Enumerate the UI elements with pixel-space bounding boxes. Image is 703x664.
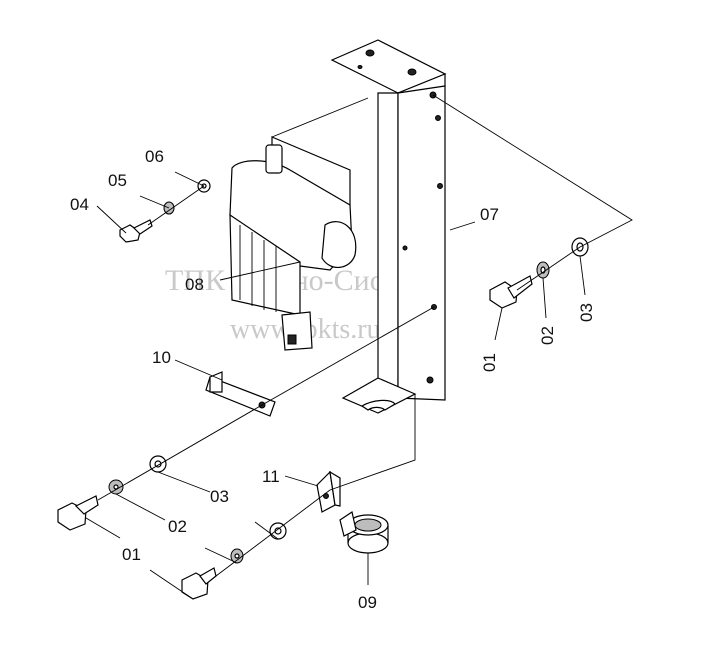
callout-10: 10	[152, 348, 171, 367]
callout-04: 04	[70, 195, 89, 214]
callout-02-left: 02	[168, 517, 187, 536]
plate-10	[205, 371, 276, 417]
callout-11: 11	[262, 467, 280, 486]
bolt-01-right	[489, 275, 533, 309]
callout-07: 07	[480, 205, 499, 224]
lock-washer-02-left-lower	[230, 548, 244, 564]
callout-06: 06	[145, 147, 164, 166]
callout-01-right: 01	[480, 353, 499, 372]
bracket-07	[330, 39, 447, 414]
clamp-09	[339, 511, 389, 554]
bolt-01-left-upper	[57, 495, 99, 531]
callout-08: 08	[185, 275, 204, 294]
bolt-04	[119, 219, 153, 243]
callout-02-right: 02	[538, 326, 557, 345]
callout-05: 05	[108, 171, 127, 190]
bolt-01-left-lower	[181, 567, 217, 600]
wiper-motor-08	[229, 136, 357, 351]
callout-09: 09	[358, 593, 377, 612]
plate-11	[316, 470, 341, 513]
callout-01-left: 01	[122, 545, 141, 564]
callout-03-left: 03	[210, 487, 229, 506]
callout-03-right: 03	[577, 303, 596, 322]
washer-03-left-upper	[149, 455, 167, 473]
assembly-lines	[85, 94, 633, 600]
